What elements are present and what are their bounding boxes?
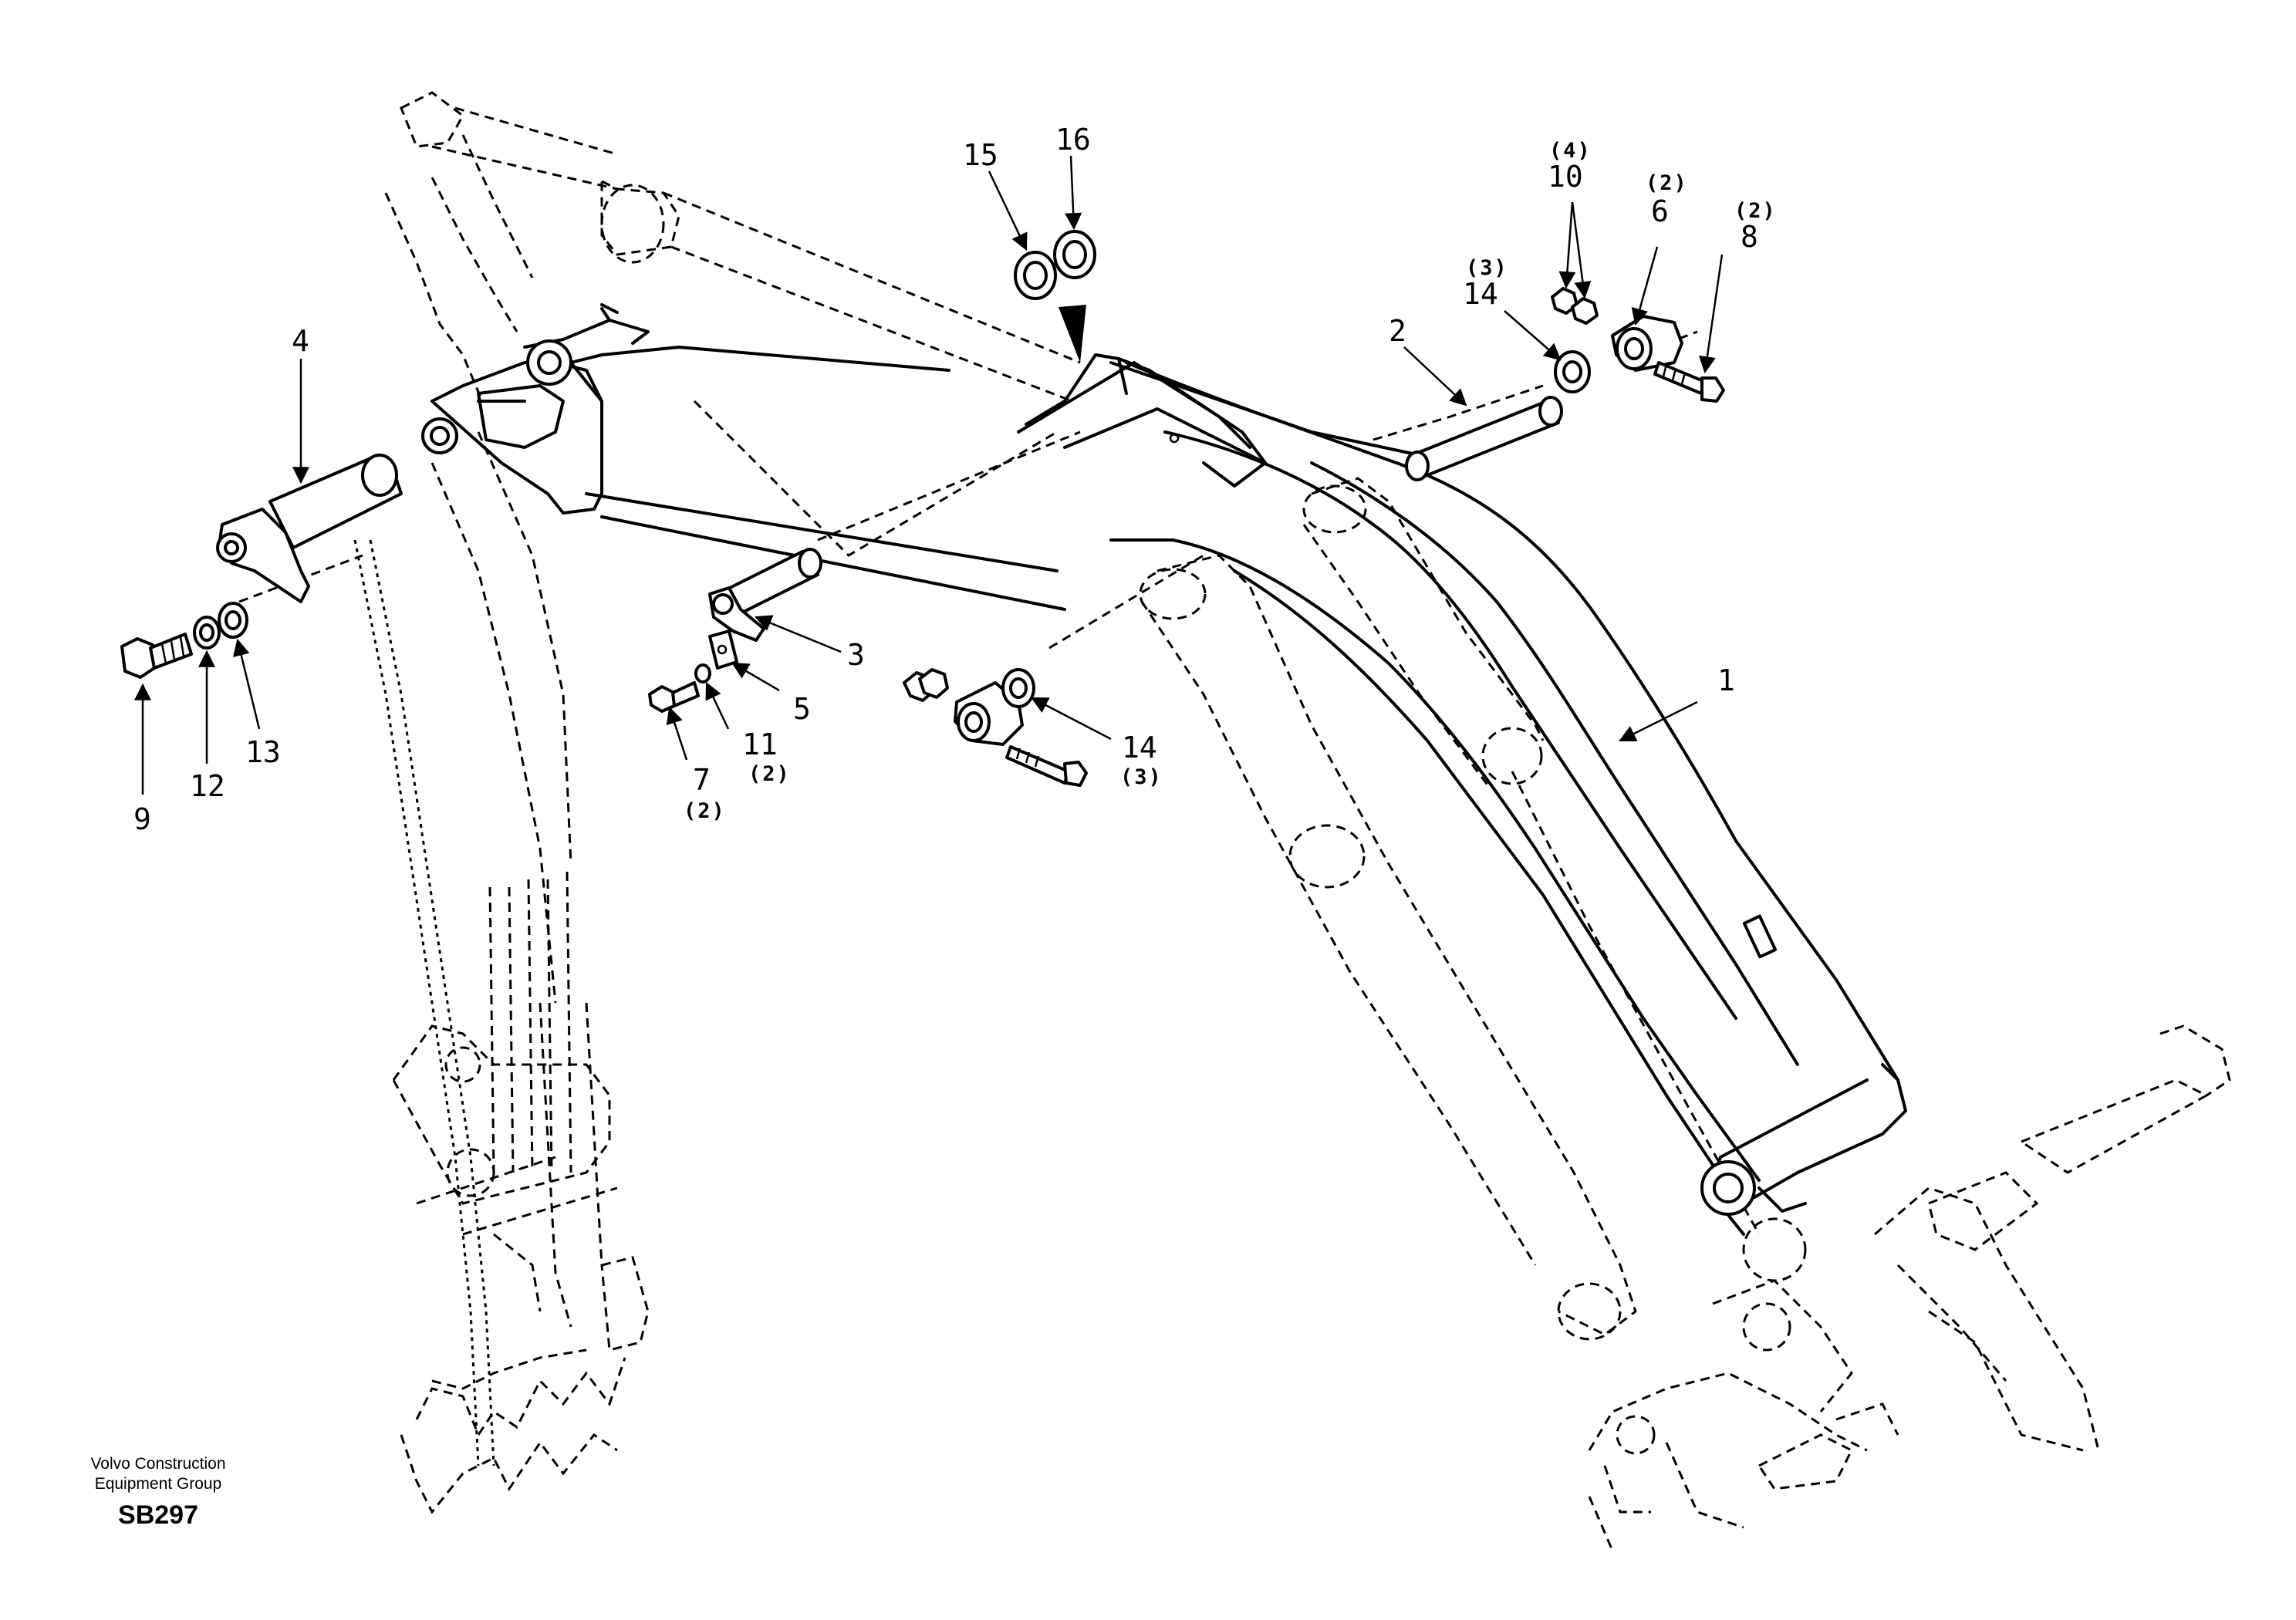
publisher-block: Volvo Construction Equipment Group SB297 — [90, 1455, 225, 1530]
part-arm-pin — [216, 454, 403, 603]
phantom-boom-cylinder — [1139, 477, 1807, 1341]
callout-2: 2 — [1389, 314, 1406, 348]
leader-lines — [134, 155, 1724, 795]
part-washer-14-upper — [1554, 350, 1591, 393]
leader-10a — [1558, 201, 1576, 289]
phantom-base-swing — [1588, 1024, 2231, 1551]
leader-10b — [1571, 201, 1592, 299]
leader-16 — [1065, 155, 1082, 231]
phantom-arm-cylinder — [384, 91, 1081, 403]
callout-14b-qty: (3) — [1120, 765, 1163, 789]
callout-4: 4 — [292, 324, 309, 358]
leader-5 — [731, 662, 780, 692]
callout-7: 7 — [693, 763, 711, 797]
part-bolt-9 — [120, 633, 193, 679]
leader-2 — [1403, 346, 1467, 407]
callout-1: 1 — [1717, 663, 1735, 697]
callout-11: 11 — [742, 727, 778, 761]
callout-14a: 14 — [1463, 277, 1498, 311]
callout-14a-qty: (3) — [1466, 256, 1508, 280]
callout-13: 13 — [245, 735, 281, 769]
part-bolt-8 — [1653, 361, 1725, 403]
callout-10: 10 — [1548, 160, 1583, 194]
part-bolt-lower — [1005, 745, 1088, 787]
callout-8: 8 — [1741, 220, 1758, 254]
leader-7 — [666, 706, 688, 761]
callout-10-qty: (4) — [1549, 139, 1592, 163]
arm-body — [421, 303, 950, 515]
callout-7-qty: (2) — [684, 799, 726, 823]
part-washer-11 — [694, 663, 711, 683]
part-plate-5 — [708, 629, 738, 670]
part-lock-washer-12 — [193, 616, 221, 650]
drawing-code: SB297 — [118, 1500, 198, 1530]
callout-16: 16 — [1055, 123, 1091, 157]
part-nut-10 — [1551, 287, 1599, 325]
callout-5: 5 — [793, 692, 811, 726]
part-washer-13 — [218, 602, 248, 639]
callout-11-qty: (2) — [748, 762, 791, 786]
leader-1 — [1619, 700, 1698, 742]
callout-12: 12 — [190, 769, 225, 803]
part-pin-3 — [708, 548, 822, 642]
part-washer-14-lower — [1001, 668, 1035, 708]
leader-15 — [988, 170, 1028, 251]
leader-3 — [754, 615, 842, 653]
callout-8-qty: (2) — [1734, 199, 1777, 223]
part-collar-6 — [1611, 315, 1683, 372]
callout-9: 9 — [133, 802, 151, 836]
part-washer-16 — [1053, 230, 1096, 279]
callout-14b: 14 — [1122, 731, 1157, 764]
phantom-bucket-cylinder — [353, 431, 650, 1514]
leader-6 — [1631, 246, 1659, 326]
part-bolt-7 — [648, 681, 700, 713]
callout-15: 15 — [963, 138, 998, 172]
publisher-name-line-1: Volvo Construction — [90, 1455, 225, 1473]
callout-6-qty: (2) — [1646, 171, 1688, 195]
part-pin-2 — [1405, 396, 1563, 481]
part-nut-lower — [903, 668, 949, 702]
leader-8 — [1698, 254, 1724, 374]
leader-14b — [1031, 697, 1112, 741]
callout-labels: 1 2 3 4 5 (2) 6 7 (2) (2) 8 9 (4) 10 11 … — [133, 123, 1777, 836]
boom-body — [585, 353, 1907, 1236]
assembly-centerlines — [238, 330, 1698, 650]
leader-11 — [705, 682, 730, 730]
wedge-marker — [1059, 305, 1086, 363]
publisher-name-line-2: Equipment Group — [95, 1475, 222, 1493]
callout-3: 3 — [847, 638, 865, 672]
leader-13 — [232, 638, 261, 730]
part-washer-15 — [1014, 251, 1057, 300]
leader-14a — [1504, 310, 1562, 361]
callout-6: 6 — [1651, 194, 1669, 228]
